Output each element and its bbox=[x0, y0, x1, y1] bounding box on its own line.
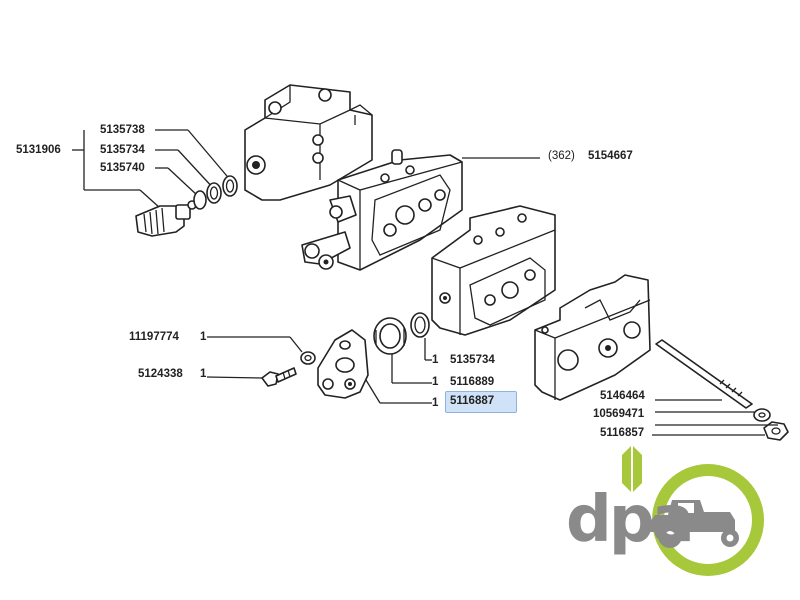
part-number-5124338: 5124338 bbox=[138, 368, 183, 380]
middle-valve-block-part bbox=[431, 205, 556, 336]
part-number-5135734-top: 5135734 bbox=[100, 144, 145, 156]
qty-11197774: 1 bbox=[200, 331, 207, 343]
bolt-part bbox=[261, 367, 297, 387]
qty-5116887: 1 bbox=[432, 397, 439, 409]
part-number-5116857: 5116857 bbox=[600, 427, 645, 439]
small-washer-part bbox=[300, 351, 316, 365]
part-number-5131906: 5131906 bbox=[16, 144, 61, 156]
part-number-5116889: 5116889 bbox=[450, 376, 495, 388]
dpa-logo-text: dpa bbox=[566, 483, 695, 557]
leader-lines-lower bbox=[206, 336, 432, 404]
qty-5116889: 1 bbox=[432, 376, 439, 388]
part-number-5154667: 5154667 bbox=[588, 150, 633, 162]
part-number-5146464: 5146464 bbox=[600, 390, 645, 402]
top-end-plate-part bbox=[244, 84, 373, 201]
dpa-logo-mark bbox=[622, 440, 764, 576]
o-ring-lower-part bbox=[410, 312, 430, 338]
highlighted-part-box[interactable] bbox=[445, 391, 517, 413]
tie-rod-part bbox=[655, 339, 753, 409]
part-number-5135738: 5135738 bbox=[100, 124, 145, 136]
washer-part bbox=[753, 408, 771, 422]
control-valve-section-part bbox=[301, 149, 463, 271]
reference-number-362: (362) bbox=[548, 150, 575, 162]
part-number-5135740: 5135740 bbox=[100, 162, 145, 174]
part-number-5116887[interactable]: 5116887 bbox=[450, 395, 495, 407]
qty-5135734: 1 bbox=[432, 354, 439, 366]
leader-lines-top-left bbox=[155, 129, 233, 197]
group-bracket-5131906 bbox=[72, 130, 161, 209]
qty-5124338: 1 bbox=[200, 368, 207, 380]
valve-plug-part bbox=[135, 200, 197, 237]
leader-lines-right bbox=[652, 399, 778, 436]
nut-part bbox=[763, 421, 789, 441]
part-number-10569471: 10569471 bbox=[593, 408, 645, 420]
o-ring-set-top-left bbox=[193, 175, 238, 210]
part-number-11197774: 11197774 bbox=[129, 331, 179, 343]
seal-part bbox=[373, 317, 407, 355]
part-number-5135734-bottom: 5135734 bbox=[450, 354, 495, 366]
rear-end-plate-part bbox=[534, 274, 651, 401]
flange-part bbox=[317, 329, 369, 399]
